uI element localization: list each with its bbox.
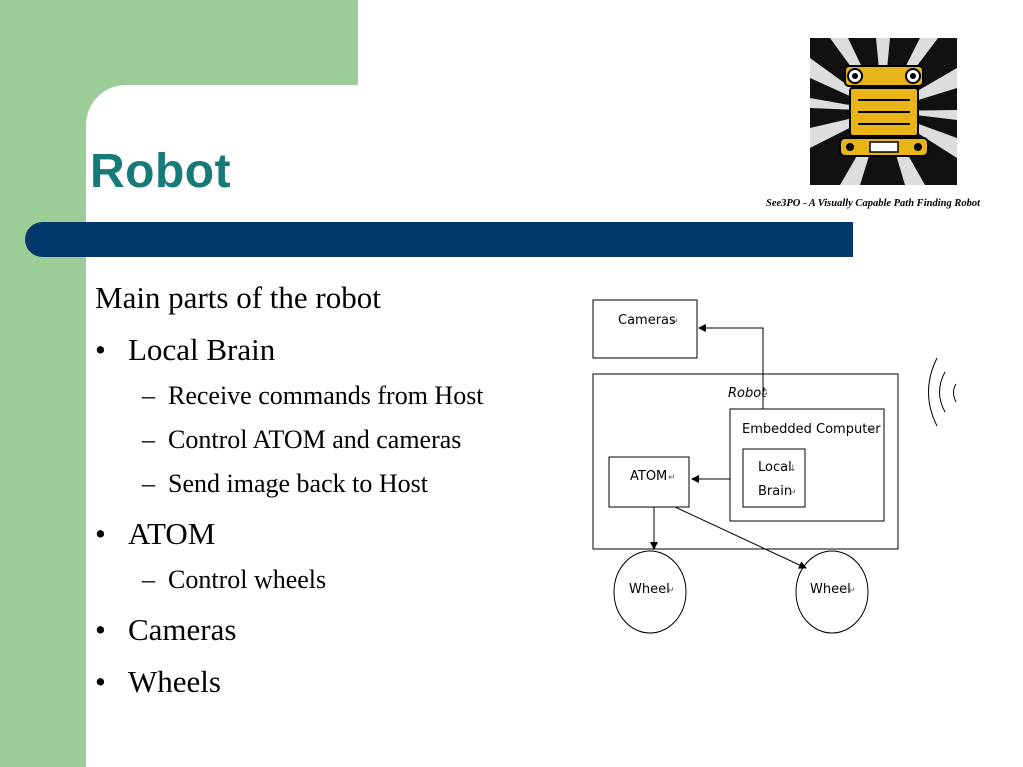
arrow-atom-to-right-wheel: [674, 506, 807, 569]
sub-bullet-item: –Receive commands from Host: [142, 381, 484, 411]
title-underline-bar: [25, 222, 853, 257]
slide-title: Robot: [90, 145, 232, 198]
paragraph-mark-icon: ↵: [789, 488, 797, 498]
bullet-text: Wheels: [128, 664, 221, 699]
bullet-item: • Local Brain: [95, 332, 275, 368]
line-break-icon: ↓: [789, 464, 797, 474]
cameras-box: [592, 299, 698, 359]
robot-architecture-diagram: Cameras ↵ Robot ↵ Embedded Computer ↵ Lo…: [592, 299, 957, 634]
paragraph-mark-icon: ↵: [868, 426, 876, 436]
local-brain-label-line2: Brain: [758, 484, 792, 499]
sub-bullet-text: Control wheels: [168, 565, 327, 594]
sub-bullet-dash: –: [142, 469, 155, 498]
bullet-dot: •: [95, 664, 106, 699]
sub-bullet-text: Send image back to Host: [168, 469, 428, 498]
bullet-text: Local Brain: [128, 332, 276, 367]
embedded-computer-label: Embedded Computer: [742, 422, 881, 437]
sub-bullet-dash: –: [142, 425, 155, 454]
wheel-right-label: Wheel: [810, 582, 851, 597]
wheel-right-circle: [795, 550, 869, 634]
bullet-item: • Cameras: [95, 612, 236, 648]
wheel-left-label: Wheel: [629, 582, 670, 597]
paragraph-mark-icon: ↵: [761, 390, 769, 400]
sub-bullet-item: –Send image back to Host: [142, 469, 428, 499]
local-brain-label-line1: Local: [758, 460, 792, 475]
paragraph-mark-icon: ↵: [667, 586, 675, 596]
slide-subtitle: See3PO - A Visually Capable Path Finding…: [765, 198, 980, 209]
paragraph-mark-icon: ↵: [668, 473, 676, 483]
sub-bullet-dash: –: [142, 565, 155, 594]
paragraph-mark-icon: ↵: [848, 586, 856, 596]
bullet-text: Cameras: [128, 612, 237, 647]
bullet-dot: •: [95, 516, 106, 551]
sub-bullet-item: –Control wheels: [142, 565, 326, 595]
local-brain-box: [742, 448, 806, 508]
sub-bullet-dash: –: [142, 381, 155, 410]
bullet-item: • ATOM: [95, 516, 215, 552]
robot-label: Robot: [728, 386, 767, 401]
bullet-dot: •: [95, 612, 106, 647]
wireless-signal-icon: [928, 357, 957, 427]
content-heading: Main parts of the robot: [95, 280, 381, 315]
bullet-dot: •: [95, 332, 106, 367]
arrow-computer-to-cameras: [698, 324, 764, 409]
robot-logo-icon: [810, 38, 957, 185]
sub-bullet-item: –Control ATOM and cameras: [142, 425, 461, 455]
paragraph-mark-icon: ↵: [671, 317, 679, 327]
accent-strip: [0, 0, 86, 767]
bullet-text: ATOM: [128, 516, 216, 551]
sub-bullet-text: Control ATOM and cameras: [168, 425, 462, 454]
cameras-label: Cameras: [618, 313, 676, 328]
atom-label: ATOM: [630, 469, 667, 484]
sub-bullet-text: Receive commands from Host: [168, 381, 484, 410]
wheel-left-circle: [613, 550, 687, 634]
bullet-item: • Wheels: [95, 664, 221, 700]
atom-box: [608, 456, 690, 508]
